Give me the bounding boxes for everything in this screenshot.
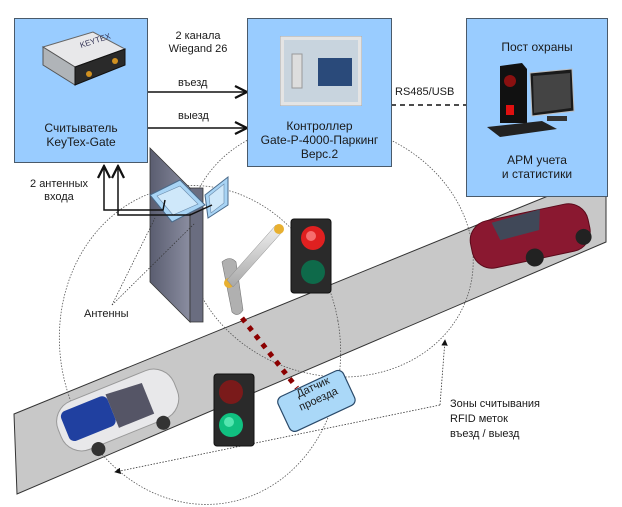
controller-version: Верс.2 <box>300 147 339 161</box>
traffic-light-entry <box>290 218 332 294</box>
wiegand-label-1: 2 канала <box>175 30 221 42</box>
antenna-inputs-label-1: 2 антенных <box>30 178 88 190</box>
antenna-left <box>149 179 206 223</box>
reader-model: KeyTex-Gate <box>46 135 116 149</box>
wiegand-label-2: Wiegand 26 <box>168 43 228 55</box>
sensor-beam <box>240 316 299 390</box>
controller-cabinet-image <box>280 36 362 106</box>
barrier <box>221 224 284 315</box>
guard-post-box: Пост охраны АРМ учета и статистики <box>466 18 608 197</box>
antenna-cable-2 <box>118 166 213 216</box>
workstation-computer-icon <box>487 63 575 137</box>
sensor-box <box>277 369 356 432</box>
workstation-label-1: АРМ учета <box>507 153 567 167</box>
controller-model: Gate-P-4000-Паркинг <box>260 133 379 147</box>
antennas-label: Антенны <box>84 308 129 320</box>
zones-label-2: RFID меток <box>450 413 508 425</box>
antenna-cable-1 <box>104 166 166 211</box>
rfid-zone-entry <box>58 185 342 505</box>
reader-device-image: KEYTEX <box>41 31 127 86</box>
antenna-inputs-label-2: входа <box>44 191 74 203</box>
rs485-label: RS485/USB <box>395 86 455 98</box>
antenna-right <box>204 175 229 219</box>
entry-label: въезд <box>178 77 208 89</box>
car-white <box>56 368 180 457</box>
reader-name: Считыватель <box>44 121 118 135</box>
traffic-light-exit <box>213 373 255 447</box>
controller-name: Контроллер <box>286 119 353 133</box>
zone-pointer <box>114 404 441 475</box>
exit-label: выезд <box>178 110 209 122</box>
zone-pointer <box>439 339 448 406</box>
guard-post-title: Пост охраны <box>501 40 573 54</box>
controller-box: Контроллер Gate-P-4000-Паркинг Верс.2 <box>247 18 392 167</box>
zones-label-1: Зоны считывания <box>450 398 541 410</box>
workstation-label-2: и статистики <box>501 167 573 181</box>
reader-box: KEYTEX Считыватель KeyTex-Gate <box>14 18 148 163</box>
wall <box>149 147 191 323</box>
zones-label-3: въезд / выезд <box>450 428 520 440</box>
car-red <box>469 203 592 269</box>
